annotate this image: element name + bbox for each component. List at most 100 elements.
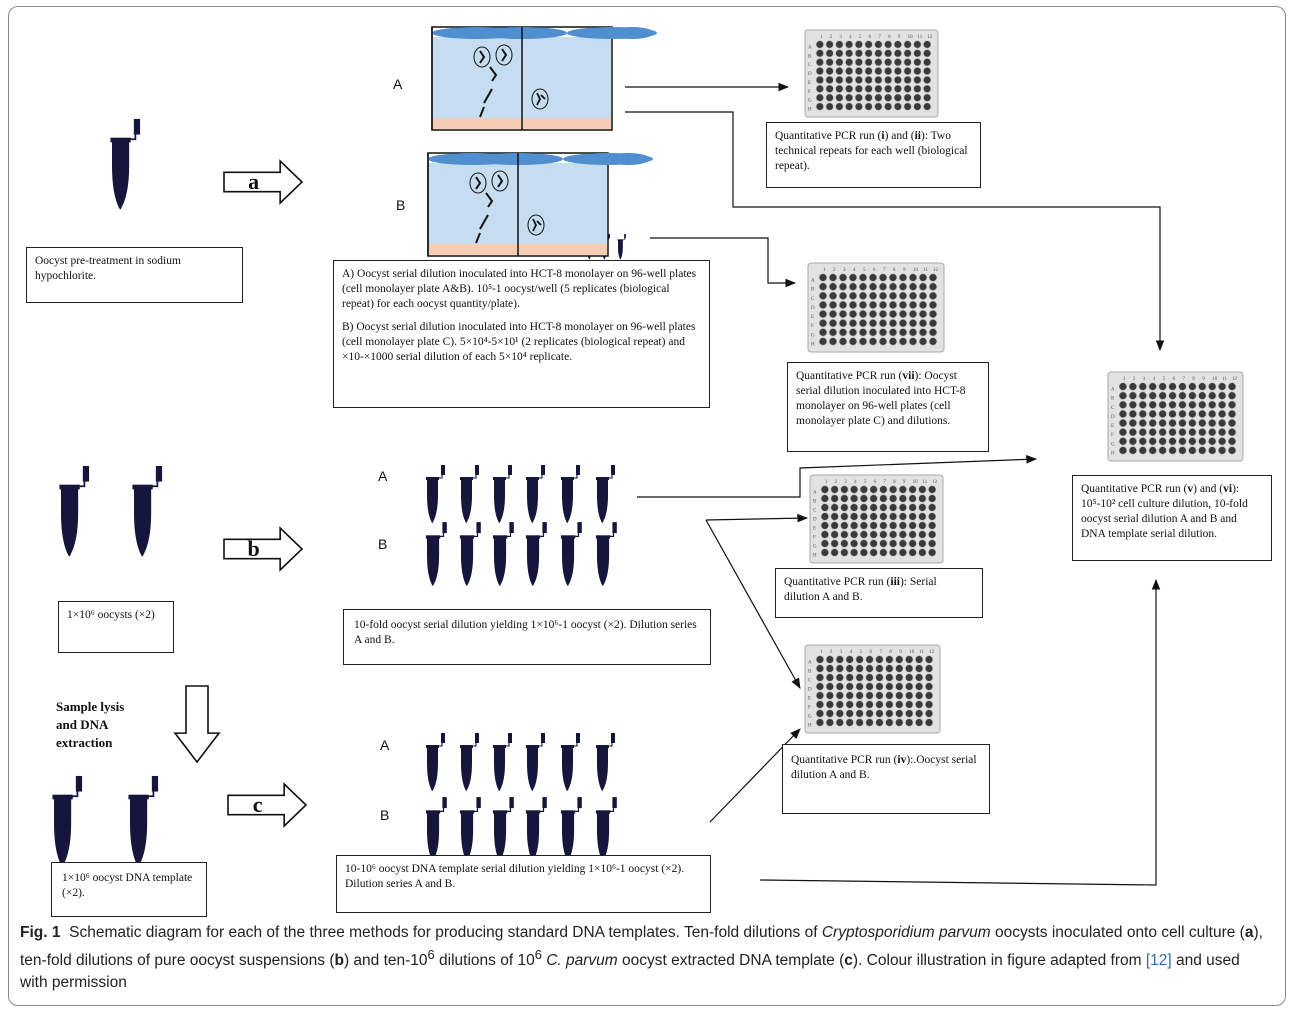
plate-well	[928, 309, 938, 319]
qpcr-run-v-vi-box: Quantitative PCR run (v) and (vi): 10⁵-1…	[1072, 475, 1272, 561]
plate-well	[825, 700, 834, 709]
plate-well	[1128, 418, 1138, 428]
plate-well	[903, 40, 912, 49]
tube-cap	[541, 733, 545, 743]
plate-row-label: G	[813, 545, 817, 550]
caption-reference-link[interactable]: [12]	[1145, 952, 1172, 970]
plate-well	[845, 75, 854, 84]
tube-rim	[525, 535, 541, 539]
tube-hinge	[438, 742, 443, 747]
microcentrifuge-tube-icon	[460, 733, 479, 791]
plate-well	[850, 485, 859, 494]
dna-template-text: 1×10⁶ oocyst DNA template (×2).	[62, 872, 193, 899]
row-label-b-dilution: B	[378, 536, 388, 552]
plate-well	[1217, 391, 1227, 400]
plate-well	[835, 67, 844, 76]
run-iii-prefix: Quantitative PCR run (	[784, 576, 891, 588]
caption-text-7: ). Colour illustration in figure adapted…	[852, 952, 1146, 970]
oocysts-count-text: 1×10⁶ oocysts (×2)	[67, 609, 155, 621]
plate-well	[855, 709, 864, 718]
plate-well	[889, 503, 898, 512]
plate-row-label: F	[1111, 433, 1114, 438]
plate-well	[1208, 400, 1217, 409]
plate-well	[818, 291, 828, 300]
plate-col-label: 10	[908, 35, 914, 40]
plate-row-label: E	[808, 697, 811, 702]
plate-well	[1188, 382, 1197, 391]
plate-well	[864, 84, 873, 93]
plate-well	[855, 700, 864, 709]
plate-col-label: 3	[1143, 377, 1146, 382]
connector-arrow	[637, 455, 1038, 498]
tube-hinge	[539, 807, 545, 813]
plate-well	[879, 494, 888, 503]
plate-well	[838, 319, 848, 328]
plate-well	[845, 682, 854, 691]
plate-row-label: E	[811, 315, 814, 320]
plate-col-label: 6	[870, 650, 873, 655]
tube-rim	[595, 535, 611, 539]
plate-well	[848, 300, 858, 310]
plate-well	[1138, 391, 1147, 400]
plate-well	[1148, 418, 1157, 428]
plate-well	[915, 664, 924, 673]
plate-well	[918, 485, 927, 494]
tube-body	[427, 747, 438, 791]
plate-well	[864, 93, 873, 102]
plate-well	[879, 485, 888, 494]
plate-well	[868, 319, 878, 328]
plate-well	[924, 673, 934, 682]
tube-body	[562, 537, 575, 586]
plate-row-label: H	[808, 108, 812, 113]
plate-well	[898, 521, 907, 530]
run-v-vi-prefix: Quantitative PCR run (	[1081, 483, 1188, 495]
plate-well	[895, 655, 904, 664]
plate-well	[878, 282, 888, 291]
plate-well	[875, 709, 884, 718]
plate-well	[874, 102, 883, 111]
plate-well	[828, 300, 838, 310]
plate-well	[898, 337, 908, 346]
connector-lines	[625, 82, 1165, 886]
plate-well	[859, 539, 868, 548]
plate-well	[855, 655, 864, 664]
plate-well	[1168, 409, 1177, 419]
plate-well	[895, 673, 904, 682]
plate-well	[1217, 418, 1227, 428]
plate-well	[915, 673, 924, 682]
microcentrifuge-tube-icon	[426, 733, 445, 791]
plate-well	[854, 49, 863, 58]
plate-well	[893, 67, 902, 76]
plate-well	[889, 512, 898, 521]
tube-cap	[75, 775, 83, 792]
plate-well	[840, 521, 849, 530]
plate-well	[903, 93, 912, 102]
tube-rim	[596, 745, 609, 748]
plate-col-label: 8	[1192, 377, 1195, 382]
plate-col-label: 3	[844, 480, 847, 485]
plate-col-label: 9	[903, 268, 906, 273]
plate-well	[923, 67, 932, 76]
pretreatment-text: Oocyst pre-treatment in sodium hypochlor…	[35, 255, 181, 282]
plate-well	[854, 84, 863, 93]
plate-well	[820, 530, 829, 539]
plate-well	[1217, 409, 1227, 419]
microcentrifuge-tube-icon	[110, 118, 141, 210]
tube-cap	[475, 465, 479, 475]
plate-well	[830, 521, 839, 530]
plate-well	[895, 682, 904, 691]
tube-hinge	[473, 807, 479, 813]
plate-well	[918, 328, 928, 337]
plate-well	[1118, 446, 1128, 455]
plate-well	[864, 40, 873, 49]
plate-well	[1178, 382, 1187, 391]
tube-body	[597, 747, 608, 791]
plate-well	[1217, 382, 1227, 391]
plate-well	[928, 291, 938, 300]
run-v-vi-suffix: ): 10⁵-10² cell culture dilution, 10-fol…	[1081, 483, 1248, 540]
plate-well	[825, 691, 834, 700]
culture-well-icon	[431, 26, 657, 131]
tube-body	[494, 479, 505, 523]
plate-row-label: D	[808, 688, 812, 693]
plate-well	[1148, 382, 1157, 391]
